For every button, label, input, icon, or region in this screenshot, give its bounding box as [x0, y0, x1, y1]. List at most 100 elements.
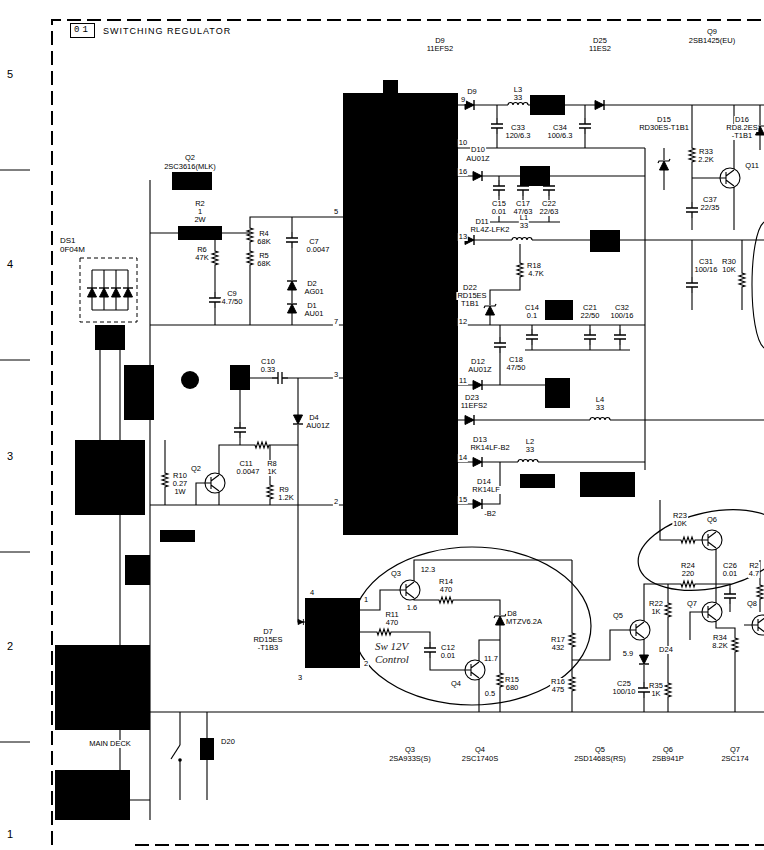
part-label: R15 [504, 676, 520, 684]
part-label: D16 [734, 116, 750, 124]
part-label: 47K [194, 254, 209, 262]
part-label: 5.9 [622, 650, 634, 658]
part-label: R2 [748, 562, 760, 570]
part-label: D13 [472, 436, 488, 444]
part-label: RD15ES [252, 636, 283, 644]
part-label: Q6 [662, 746, 674, 754]
part-label: MAIN DECK [88, 740, 132, 748]
part-label: D15 [656, 116, 672, 124]
part-label: 2SC174 [720, 755, 749, 763]
part-label: 10K [672, 520, 687, 528]
resistor-symbol [162, 145, 763, 700]
grid-row-number: 3 [6, 450, 14, 462]
part-label: 11EFS2 [460, 402, 489, 410]
border-dashed [52, 20, 764, 845]
part-label: 68K [256, 238, 271, 246]
part-label: 470 [439, 586, 454, 594]
part-label: 0.01 [722, 570, 739, 578]
part-label: 1.2K [277, 494, 294, 502]
part-label: 0.0047 [306, 246, 331, 254]
connector-dashed-box: DS1 0F04M [60, 236, 140, 324]
part-label: D4 [308, 414, 320, 422]
part-label: 22/50 [580, 312, 601, 320]
part-label: Q8 [746, 600, 758, 608]
part-label: 1K [650, 690, 661, 698]
part-label: 11.7 [483, 655, 499, 663]
part-label: 33 [513, 94, 523, 102]
part-label: R4 [258, 230, 270, 238]
part-label: 33 [519, 222, 529, 230]
part-label: C18 [508, 356, 524, 364]
part-label: 0.01 [440, 652, 457, 660]
part-label: AU01 [304, 310, 325, 318]
part-label: D8 [506, 610, 518, 618]
part-label: 3 [333, 371, 339, 379]
grid-row-number: 2 [6, 640, 14, 652]
part-label: 100/16 [694, 266, 719, 274]
part-label: 2SC1740S [461, 755, 499, 763]
part-label: 3 [297, 674, 303, 682]
part-label: 12.3 [420, 566, 437, 574]
part-label: 4 [309, 589, 315, 597]
part-label: 4.7 [748, 570, 760, 578]
part-label: RD8.2ES [725, 124, 758, 132]
part-label: D9 [466, 88, 478, 96]
part-label: R33 [698, 148, 714, 156]
part-label: R24 [680, 562, 696, 570]
part-label: -T1B1 [731, 132, 753, 140]
part-label: R6 [196, 246, 208, 254]
part-label: L4 [595, 396, 605, 404]
switch-dot [178, 758, 182, 762]
part-label: 14 [458, 454, 468, 462]
part-label: R18 [526, 262, 542, 270]
part-label: 22/35 [700, 204, 721, 212]
part-label: R9 [278, 486, 290, 494]
part-label: Q4 [450, 680, 462, 688]
part-label: D25 [592, 37, 608, 45]
grid-ticks [0, 170, 30, 742]
part-label: T1B1 [460, 300, 480, 308]
part-label: 220 [681, 570, 696, 578]
part-label: 2.2K [697, 156, 714, 164]
part-label: 15 [458, 496, 468, 504]
part-label: D20 [220, 738, 236, 746]
part-label: C33 [510, 124, 526, 132]
part-label: 0.27 [172, 480, 189, 488]
part-label: 5 [333, 208, 339, 216]
part-label: C9 [226, 290, 238, 298]
part-label: RD30ES-T1B1 [638, 124, 690, 132]
part-label: 11ES2 [588, 45, 612, 53]
part-label: 475 [551, 686, 566, 694]
arc-outline [752, 222, 764, 348]
inductor-symbol [508, 101, 610, 466]
part-label: Q5 [612, 612, 624, 620]
section-number: 01 [74, 25, 91, 36]
part-label: AU01Z [305, 422, 330, 430]
part-label: 4.7K [527, 270, 544, 278]
part-label: AU01Z [465, 155, 490, 163]
part-label: RL4Z-LFK2 [470, 226, 511, 234]
part-label: Q2 [190, 465, 202, 473]
part-label: 0.1 [526, 312, 538, 320]
part-label: 11 [458, 377, 468, 385]
part-label: Q3 [404, 746, 416, 754]
grid-row-number: 1 [6, 828, 14, 840]
part-label: 100/10 [612, 688, 637, 696]
part-label: 33 [595, 404, 605, 412]
part-label: 432 [551, 644, 566, 652]
part-label: 2SB1425(EU) [688, 37, 736, 45]
part-label: R34 [712, 634, 728, 642]
part-label: Q3 [390, 570, 402, 578]
part-label: C21 [582, 304, 598, 312]
grid-row-number: 5 [6, 68, 14, 80]
part-label: L3 [513, 86, 523, 94]
part-label: RK14LF-B2 [469, 444, 510, 452]
part-label: AU01Z [467, 366, 492, 374]
part-label: 4.7/50 [221, 298, 244, 306]
part-label: R23 [672, 512, 688, 520]
part-label: R17 [550, 636, 566, 644]
part-label: 2SC3616(MLK) [163, 163, 217, 171]
part-label: R22 [648, 600, 664, 608]
part-label: 22/63 [539, 208, 560, 216]
